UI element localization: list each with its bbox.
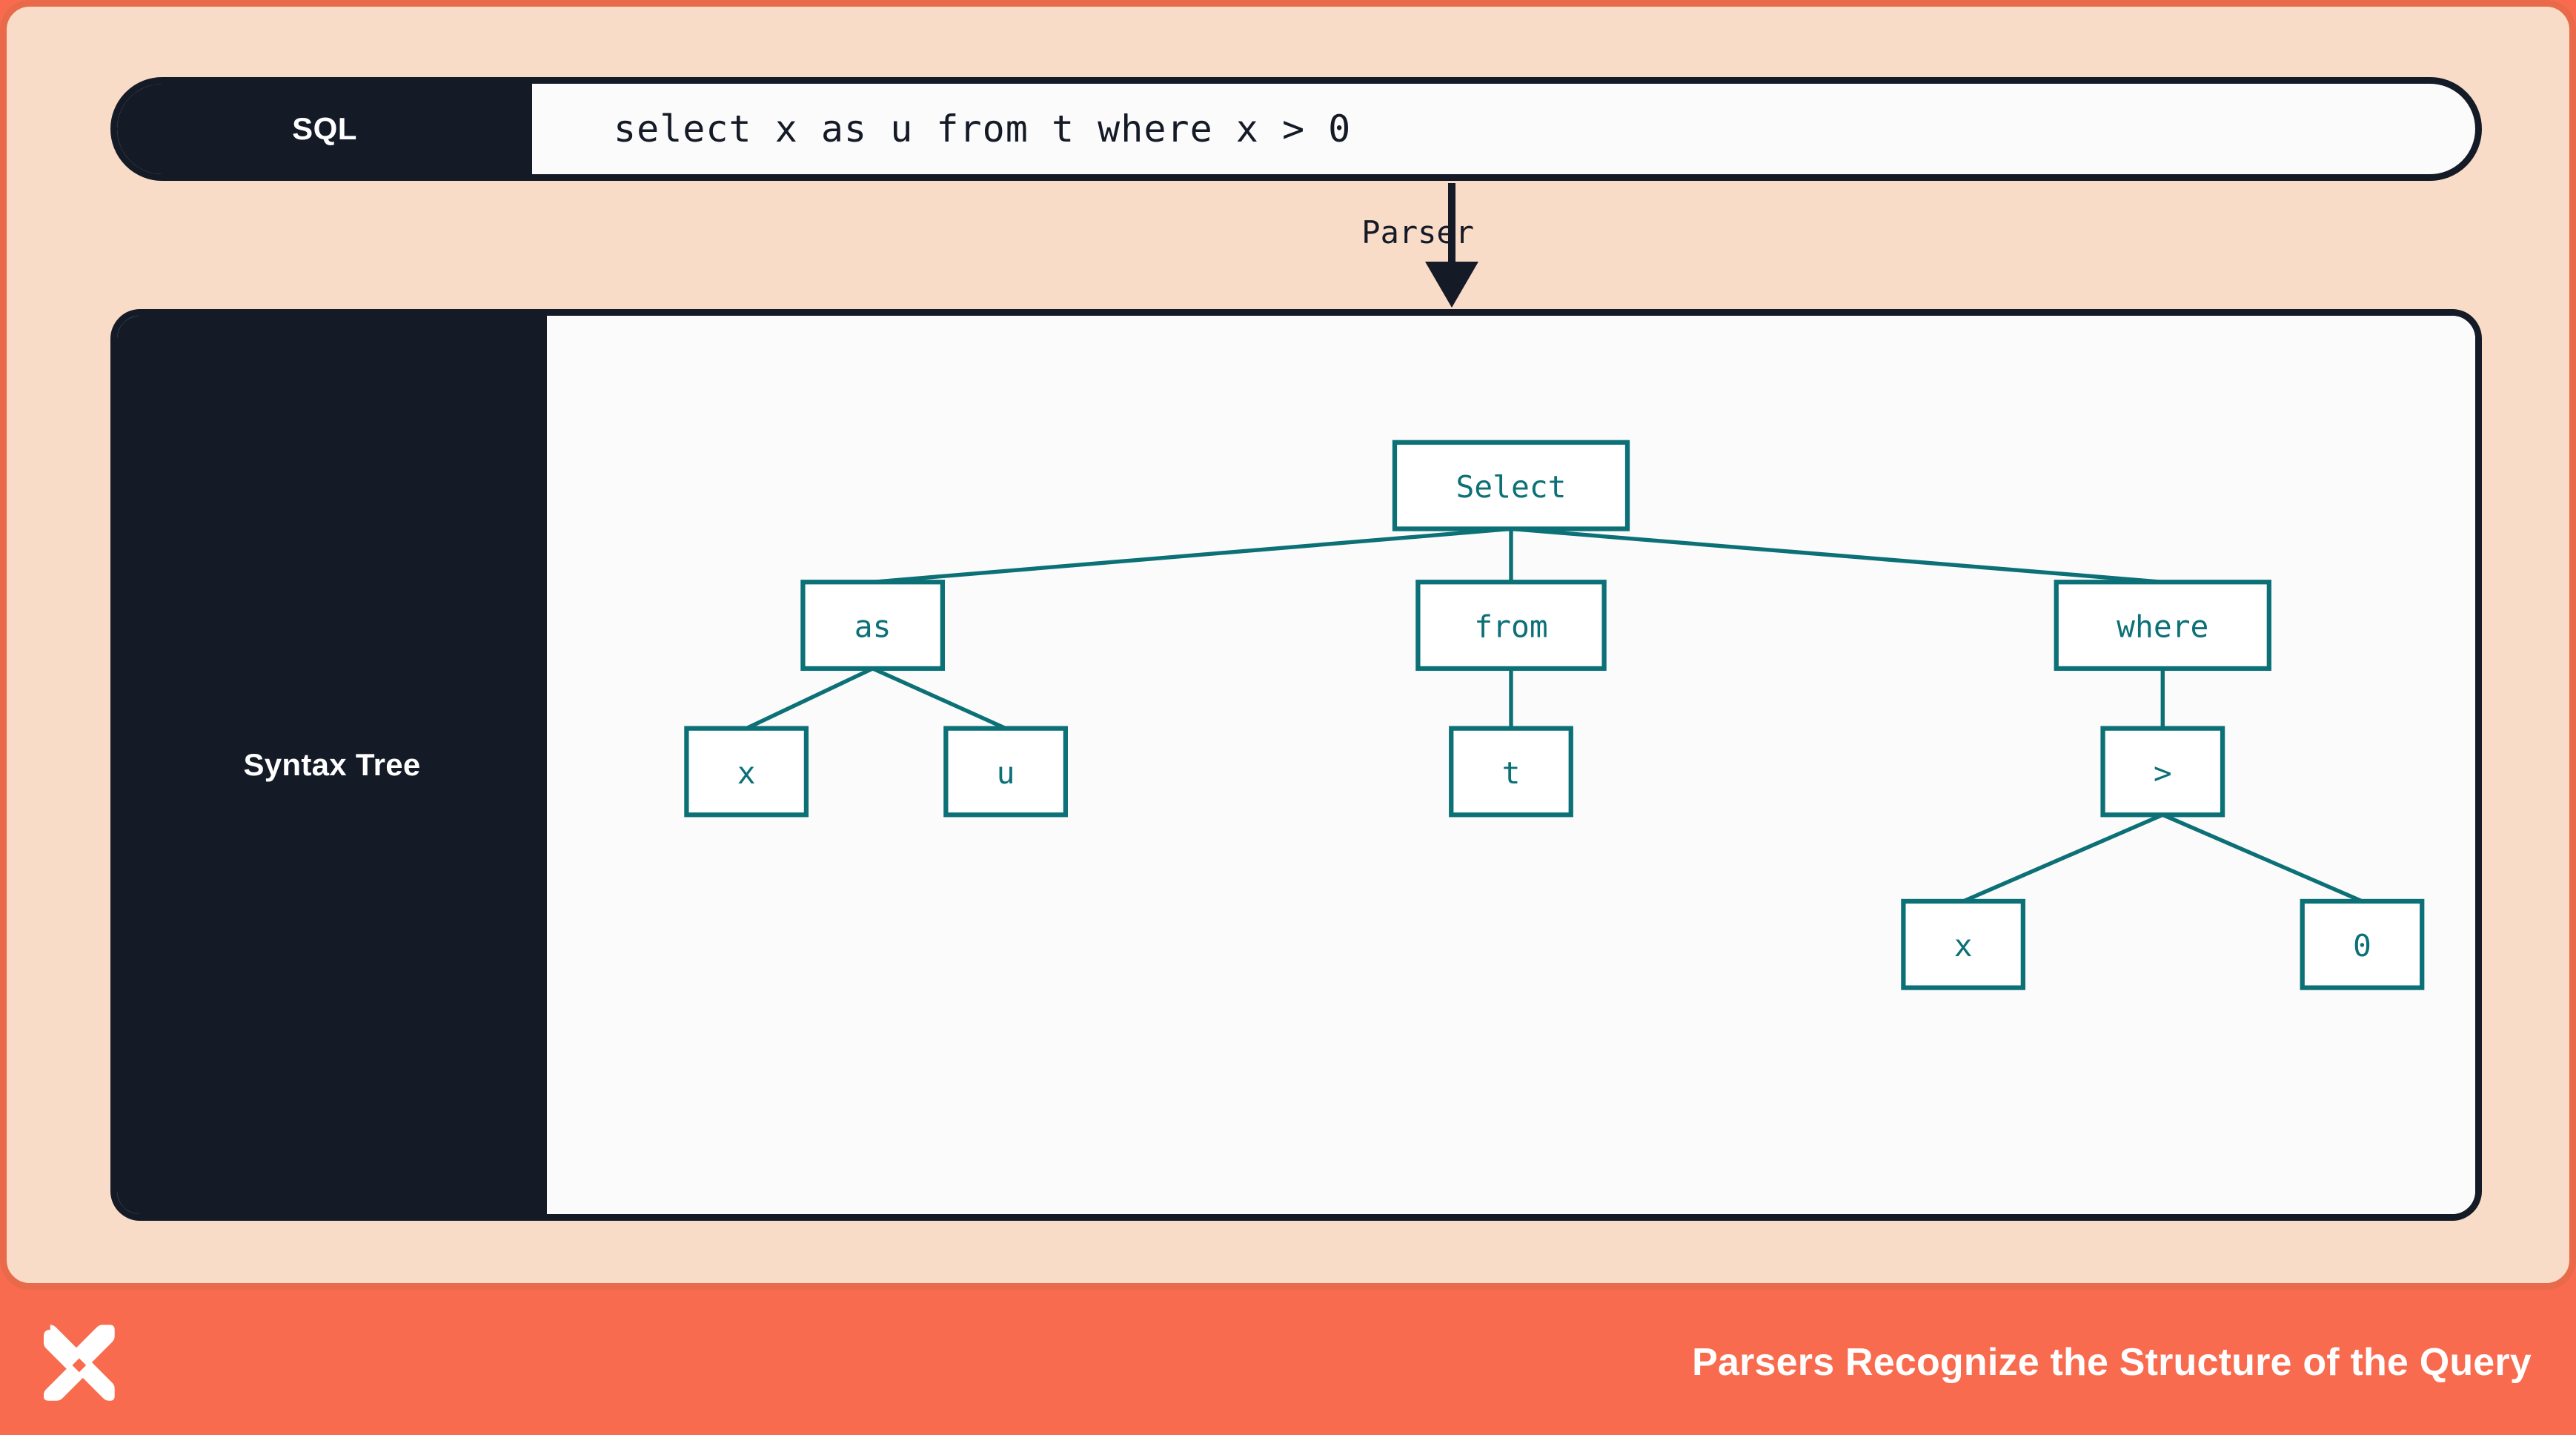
tree-edge	[872, 526, 1512, 584]
tree-edge	[1962, 812, 2164, 904]
tree-node-label: Select	[1455, 469, 1566, 505]
tree-edge-group	[746, 526, 2363, 904]
tree-node-from_t[interactable]: t	[1449, 726, 1573, 818]
parser-arrow-group: Parser	[1267, 183, 1637, 309]
footer-caption: Parsers Recognize the Structure of the Q…	[1692, 1341, 2532, 1384]
tree-node-gt_0[interactable]: 0	[2300, 898, 2425, 990]
syntax-tree-panel: Syntax Tree Select as from where x u t > x 0	[110, 309, 2482, 1221]
tree-node-label: x	[1954, 928, 1973, 964]
sql-input-row: SQL select x as u from t where x > 0	[110, 77, 2482, 181]
tree-node-box	[800, 580, 945, 672]
tree-node-label: 0	[2353, 928, 2371, 964]
tree-edge	[872, 666, 1007, 731]
tree-node-box	[684, 726, 809, 818]
x-mark-logo-icon	[44, 1325, 115, 1401]
parser-label: Parser	[1361, 214, 1474, 251]
tree-node-box	[1392, 440, 1630, 531]
tree-node-label: >	[2154, 755, 2172, 791]
tree-node-box	[1449, 726, 1573, 818]
tree-node-box	[1415, 580, 1607, 672]
tree-node-box	[2100, 726, 2225, 818]
syntax-tree-canvas: Select as from where x u t > x 0	[547, 316, 2475, 1214]
tree-node-box	[2054, 580, 2271, 672]
main-panel: SQL select x as u from t where x > 0 Par…	[0, 0, 2576, 1290]
syntax-tree-label: Syntax Tree	[117, 316, 547, 1214]
tree-node-label: x	[737, 755, 756, 791]
tree-node-where[interactable]: where	[2054, 580, 2271, 672]
tree-node-label: from	[1474, 609, 1547, 644]
syntax-tree-svg: Select as from where x u t > x 0	[684, 440, 2425, 990]
tree-node-box	[943, 726, 1068, 818]
down-arrow-icon	[1425, 183, 1478, 308]
tree-node-box	[1901, 898, 2026, 990]
tree-node-as_u[interactable]: u	[943, 726, 1068, 818]
tree-edge	[746, 666, 874, 731]
tree-node-select[interactable]: Select	[1392, 440, 1630, 531]
tree-node-label: t	[1502, 755, 1521, 791]
footer-bar: Parsers Recognize the Structure of the Q…	[0, 1290, 2576, 1435]
sql-row-label: SQL	[117, 84, 532, 174]
sql-query-text: select x as u from t where x > 0	[614, 107, 1352, 150]
tree-node-label: where	[2117, 609, 2208, 644]
tree-node-gt[interactable]: >	[2100, 726, 2225, 818]
tree-node-label: u	[997, 755, 1015, 791]
tree-node-label: as	[854, 609, 892, 644]
tree-node-as_x[interactable]: x	[684, 726, 809, 818]
tree-node-from[interactable]: from	[1415, 580, 1607, 672]
tree-node-as[interactable]: as	[800, 580, 945, 672]
tree-node-group: Select as from where x u t > x 0	[684, 440, 2425, 990]
tree-node-gt_x[interactable]: x	[1901, 898, 2026, 990]
tree-edge	[2162, 812, 2363, 904]
tree-node-box	[2300, 898, 2425, 990]
tree-edge	[1510, 526, 2163, 584]
